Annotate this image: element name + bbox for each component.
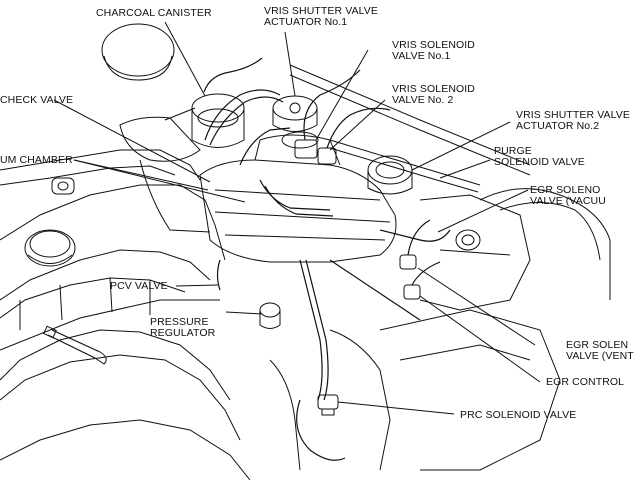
prc-solenoid-valve xyxy=(317,394,339,416)
label-vris-solenoid-valve-1: VRIS SOLENOID VALVE No.1 xyxy=(392,39,475,62)
oil-filler-cap xyxy=(24,229,76,267)
label-charcoal-canister: CHARCOAL CANISTER xyxy=(96,7,212,19)
label-check-valve: CHECK VALVE xyxy=(0,94,74,106)
radiator-housing xyxy=(419,188,611,311)
air-intake-duct xyxy=(119,107,211,233)
label-vacuum-chamber: UM CHAMBER xyxy=(0,154,73,166)
label-pcv-valve: PCV VALVE xyxy=(110,280,168,292)
label-prc-solenoid-valve: PRC SOLENOID VALVE xyxy=(460,409,577,421)
mounting-bracket xyxy=(51,177,75,195)
label-egr-control: EGR CONTROL xyxy=(546,376,625,388)
label-egr-solenoid-vacuum: EGR SOLENO VALVE (VACUU xyxy=(530,184,606,207)
vacuum-hoses xyxy=(204,89,451,461)
label-pressure-regulator: PRESSURE REGULATOR xyxy=(150,316,216,339)
lower-engine-block xyxy=(269,309,561,471)
intake-plenum xyxy=(199,131,397,263)
fuel-rail xyxy=(289,64,531,193)
egr-solenoid-valves xyxy=(399,219,441,300)
label-vris-solenoid-valve-2: VRIS SOLENOID VALVE No. 2 xyxy=(392,83,475,106)
pressure-regulator xyxy=(259,302,281,329)
label-purge-solenoid-valve: PURGE SOLENOID VALVE xyxy=(494,145,585,168)
vris-solenoid-valves xyxy=(294,69,391,165)
label-egr-solenoid-vent: EGR SOLEN VALVE (VENT xyxy=(566,339,634,362)
label-vris-shutter-actuator-1: VRIS SHUTTER VALVE ACTUATOR No.1 xyxy=(264,5,379,28)
vris-shutter-actuator-1 xyxy=(272,95,318,132)
cylinder-head-cover xyxy=(0,149,251,480)
label-vris-shutter-actuator-2: VRIS SHUTTER VALVE ACTUATOR No.2 xyxy=(516,109,631,132)
spark-plug-wire xyxy=(43,325,107,365)
leader-lines xyxy=(53,21,541,415)
charcoal-canister xyxy=(101,23,263,148)
